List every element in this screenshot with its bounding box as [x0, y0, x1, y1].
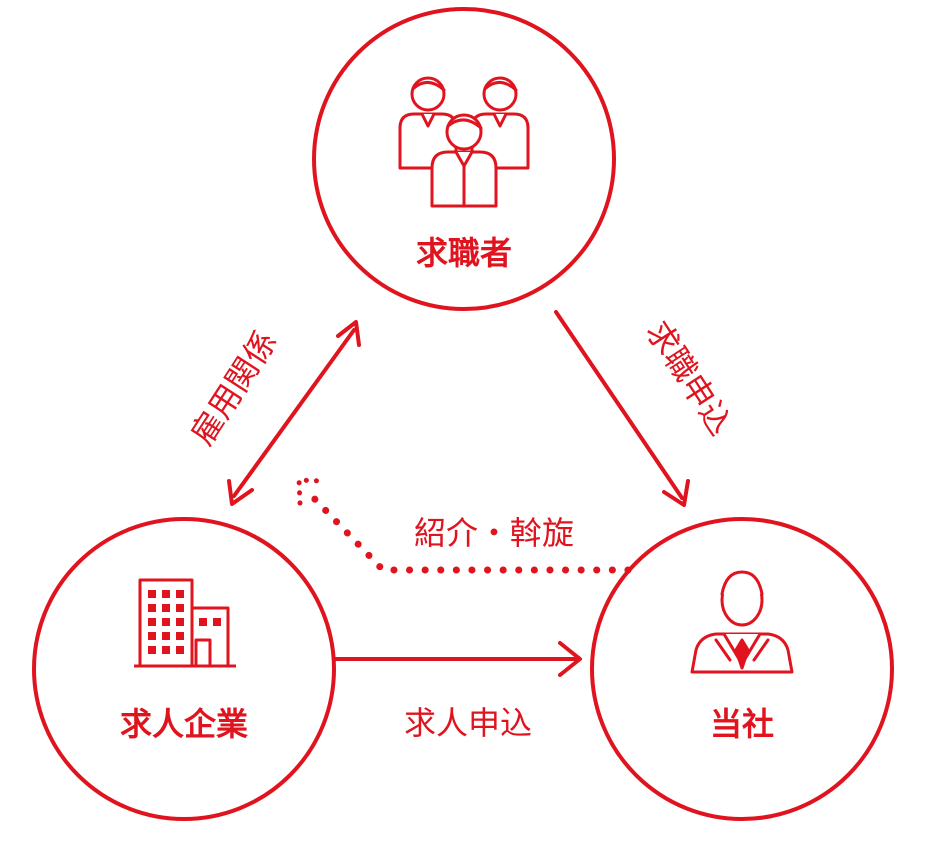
- edge-job-application-label: 求職申込: [638, 314, 740, 442]
- node-job-seeker-label: 求職者: [416, 234, 512, 272]
- edge-job-application-line: [554, 310, 684, 500]
- edge-referral-arrowhead: [296, 477, 324, 506]
- node-job-seeker: 求職者: [312, 7, 616, 311]
- node-our-company: 当社: [590, 517, 894, 821]
- edge-employment-line: [232, 328, 356, 498]
- edge-employment-label: 雇用関係: [183, 324, 285, 452]
- edge-referral-label: 紹介・斡旋: [414, 514, 574, 552]
- office-building-icon: [134, 578, 236, 668]
- edge-job-application-arrowhead: [662, 479, 690, 507]
- edge-job-offer: [334, 641, 582, 677]
- edge-job-application: [554, 310, 690, 507]
- edge-job-offer-label: 求人申込: [404, 704, 532, 742]
- node-company: 求人企業: [32, 517, 336, 821]
- node-company-label: 求人企業: [120, 705, 248, 743]
- node-our-company-label: 当社: [710, 705, 774, 743]
- edge-referral: [296, 477, 632, 574]
- edge-employment-arrowhead-bottom: [227, 479, 254, 506]
- businessman-icon: [690, 570, 794, 674]
- edge-employment-arrowhead-top: [336, 320, 361, 347]
- edge-job-offer-arrowhead: [558, 641, 582, 677]
- edge-employment: [227, 320, 361, 506]
- node-company-circle: [32, 517, 336, 821]
- people-group-icon: [398, 76, 530, 208]
